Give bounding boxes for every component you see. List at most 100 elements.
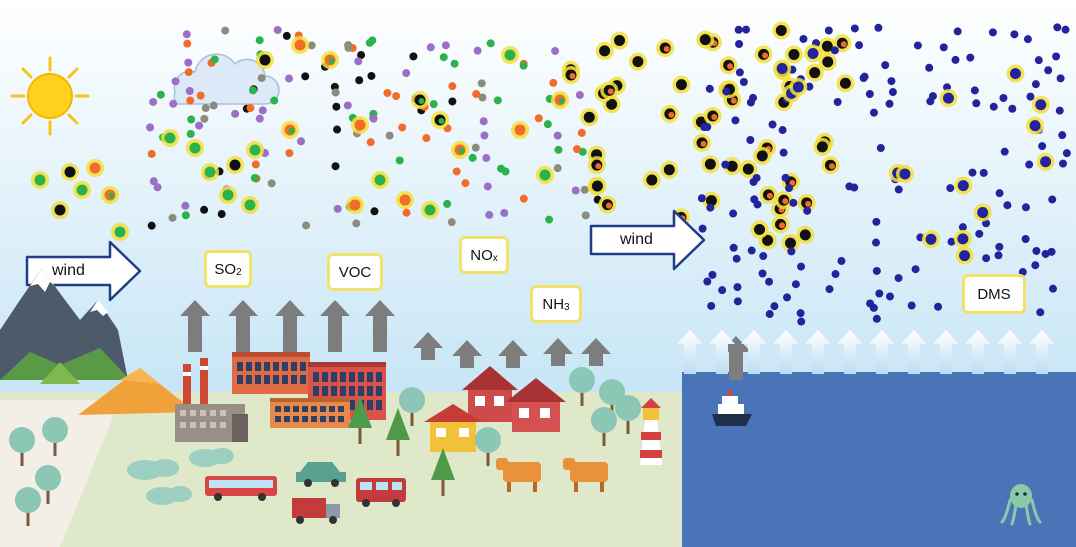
aerosol-particle — [672, 75, 691, 94]
aerosol-particle — [493, 96, 502, 105]
aerosol-particle — [332, 102, 341, 111]
aerosol-particle — [913, 41, 922, 50]
aerosol-particle — [478, 93, 487, 102]
aerosol-particle — [830, 46, 839, 55]
sea-emission-arrow — [997, 330, 1023, 374]
aerosol-particle — [411, 91, 429, 109]
sand-pile — [78, 368, 195, 415]
aerosol-particle — [553, 131, 562, 140]
aerosol-particle — [396, 191, 414, 209]
van-icon — [356, 478, 406, 507]
aerosol-particle — [735, 68, 744, 77]
aerosol-particle — [765, 277, 774, 286]
sea-emission-arrow — [677, 330, 703, 374]
aerosol-particle — [429, 100, 438, 109]
aerosol-particle — [366, 138, 375, 147]
aerosol-particle — [708, 270, 717, 279]
aerosol-particle — [955, 246, 974, 265]
aerosol-particle — [731, 116, 740, 125]
aerosol-particle — [398, 123, 407, 132]
aerosol-particle — [951, 55, 960, 64]
aerosol-particle — [733, 297, 742, 306]
aerosol-particle — [186, 139, 204, 157]
aerosol-particle — [773, 59, 792, 78]
aerosol-particle — [321, 51, 339, 69]
nox-text: NO — [470, 246, 493, 264]
nox-subscript: x — [492, 252, 498, 264]
tree-icon — [615, 395, 641, 434]
aerosol-particle — [925, 63, 934, 72]
mountain-icon — [0, 268, 130, 384]
aerosol-particle — [587, 156, 606, 175]
aerosol-particle — [703, 106, 722, 125]
aerosol-particle — [161, 129, 179, 147]
aerosol-particle — [1036, 152, 1055, 171]
aerosol-particle — [778, 126, 787, 135]
aerosol-particle — [970, 86, 979, 95]
aerosol-particle — [692, 133, 711, 152]
so2-subscript: 2 — [236, 266, 242, 278]
aerosol-particle — [501, 46, 519, 64]
aerosol-particle — [939, 43, 948, 52]
lighthouse-icon — [640, 398, 662, 465]
aerosol-particle — [973, 203, 992, 222]
aerosol-particle — [186, 129, 195, 138]
aerosol-particle — [1048, 195, 1057, 204]
aerosol-particle — [31, 171, 49, 189]
aerosol-particle — [473, 46, 482, 55]
trees — [9, 367, 641, 526]
aerosol-particle — [482, 154, 491, 163]
aerosol-particle — [805, 82, 814, 91]
aerosol-particle — [628, 52, 647, 71]
sea-emission-arrow — [965, 330, 991, 374]
aerosol-particle — [705, 84, 714, 93]
tree-icon — [475, 427, 501, 466]
aerosol-particle — [797, 262, 806, 271]
aerosol-particle — [147, 221, 156, 230]
aerosol-particle — [749, 177, 758, 186]
aerosol-particle — [367, 71, 376, 80]
aerosol-particle — [1031, 95, 1050, 114]
sea-emission-arrow — [837, 330, 863, 374]
aerosol-particle — [471, 143, 480, 152]
aerosol-particle — [954, 176, 973, 195]
aerosol-particle — [250, 173, 259, 182]
aerosol-particle — [707, 301, 716, 310]
aerosol-particle — [1021, 203, 1030, 212]
aerosol-particle — [966, 53, 975, 62]
aerosol-particle — [421, 201, 439, 219]
aerosol-particle — [186, 96, 195, 105]
aerosol-particle — [344, 41, 353, 50]
aerosol-particle — [431, 111, 449, 129]
aerosol-particle — [209, 101, 218, 110]
aerosol-particle — [746, 136, 755, 145]
aerosol-particle — [543, 120, 552, 129]
aerosol-particle — [1061, 25, 1070, 34]
aerosol-particle — [472, 89, 481, 98]
aerosol-particle — [226, 156, 244, 174]
aerosol-particle — [267, 179, 276, 188]
aerosol-particle — [111, 223, 129, 241]
aerosol-particle — [789, 198, 798, 207]
car-icon — [296, 462, 346, 487]
aerosol-particle — [772, 21, 791, 40]
nh3-subscript: 3 — [564, 301, 570, 313]
aerosol-particle — [168, 213, 177, 222]
emission-arrow — [180, 300, 210, 352]
aerosol-particle — [181, 211, 190, 220]
voc-label: VOC — [327, 253, 383, 291]
aerosol-particle — [497, 164, 506, 173]
aerosol-particle — [534, 114, 543, 123]
aerosol-particle — [561, 66, 580, 85]
aerosol-particle — [869, 108, 878, 117]
aerosol-particle — [171, 77, 180, 86]
tree-icon — [35, 465, 61, 504]
aerosol-particle — [972, 99, 981, 108]
aerosol-particle — [486, 39, 495, 48]
aerosol-particle — [1000, 147, 1009, 156]
aerosol-particle — [551, 91, 569, 109]
aerosol-particle — [485, 210, 494, 219]
